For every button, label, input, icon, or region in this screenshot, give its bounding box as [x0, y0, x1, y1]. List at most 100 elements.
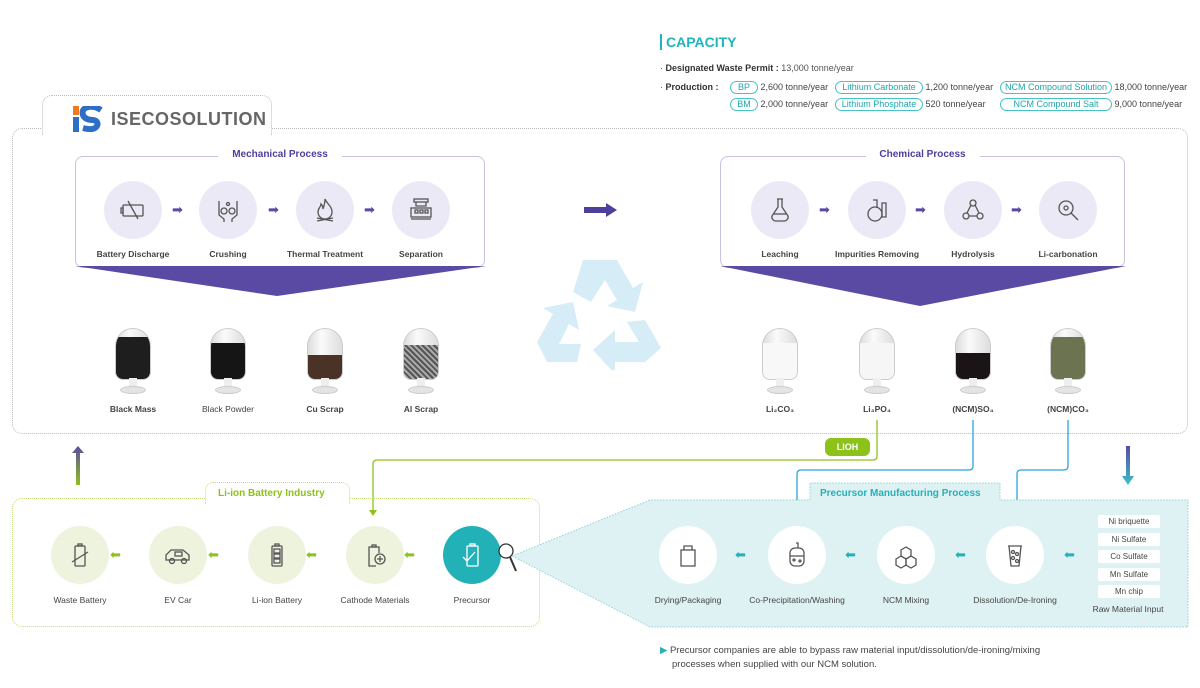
- mechanical-process-title: Mechanical Process: [218, 149, 342, 160]
- reactor-icon: [789, 542, 805, 567]
- capacity-pill: Lithium Carbonate: [835, 81, 923, 94]
- arrow-left-icon: ⬅: [735, 547, 746, 562]
- ncm-so4-jar: [955, 328, 991, 394]
- step-label: Battery Discharge: [96, 249, 170, 259]
- li3po4-jar: [859, 328, 895, 394]
- arrow-right-icon: ➡: [1011, 202, 1022, 217]
- arrow-right-icon: ➡: [172, 202, 183, 217]
- note: ▶ Precursor companies are able to bypass…: [660, 644, 1040, 672]
- arrow-left-icon: ⬅: [306, 547, 317, 562]
- battery-plus-icon: [368, 544, 386, 567]
- product-label: Cu Scrap: [306, 404, 344, 414]
- tab-mask: [43, 129, 271, 133]
- chemical-funnel: [720, 266, 1126, 306]
- black-powder-jar: [210, 328, 246, 394]
- capacity-value: 2,600 tonne/year: [760, 82, 829, 92]
- step-label: Hydrolysis: [951, 249, 995, 259]
- product-label: (NCM)CO₃: [1047, 404, 1089, 414]
- chemical-process-title: Chemical Process: [865, 149, 980, 160]
- lab-flask-icon: [867, 199, 887, 222]
- cu-scrap-jar: [307, 328, 343, 394]
- liion-title: Li-ion Battery Industry: [218, 488, 325, 499]
- battery-discharge-step: [104, 181, 162, 239]
- step-label: Dissolution/De-Ironing: [973, 595, 1057, 605]
- ncm-co3-jar: [1050, 328, 1086, 394]
- arrow-left-icon: ⬅: [110, 547, 121, 562]
- battery-off-icon: [120, 200, 144, 220]
- capacity-item: NCM Compound Salt 9,000 tonne/year: [1000, 98, 1182, 111]
- separator-machine-icon: [410, 198, 432, 220]
- hydrolysis-step: [944, 181, 1002, 239]
- step-label: Leaching: [761, 249, 799, 259]
- raw-material-item: Mn chip: [1098, 585, 1160, 598]
- product-label: Black Powder: [202, 404, 254, 414]
- molecule-icon: [962, 199, 984, 220]
- step-label: EV Car: [164, 595, 192, 605]
- raw-material-item: Co Sulfate: [1098, 550, 1160, 563]
- magnifier-icon: [498, 543, 517, 572]
- step-label: Li-carbonation: [1038, 249, 1098, 259]
- capacity-item: BP 2,600 tonne/year: [730, 81, 828, 94]
- precursor-title: Precursor Manufacturing Process: [820, 488, 981, 499]
- capacity-value: 2,000 tonne/year: [760, 99, 829, 109]
- production-label: Production :: [665, 82, 719, 92]
- logo: ISECOSOLUTION: [73, 106, 267, 132]
- dissolution-step: [986, 526, 1044, 584]
- battery-check-icon: [462, 543, 479, 567]
- al-scrap-jar: [403, 328, 439, 394]
- bag-icon: [680, 545, 696, 567]
- step-label: Cathode Materials: [340, 595, 410, 605]
- step-label: Impurities Removing: [834, 249, 920, 259]
- leaching-step: [751, 181, 809, 239]
- step-label: Crushing: [209, 249, 247, 259]
- atom-search-icon: [1058, 200, 1079, 221]
- flask-icon: [771, 198, 789, 222]
- capacity-value: 1,200 tonne/year: [925, 82, 994, 92]
- ev-car-icon: [165, 549, 190, 565]
- co-precipitation-step: [768, 526, 826, 584]
- ncm-mixing-step: [877, 526, 935, 584]
- arrow-right-icon: ➡: [915, 202, 926, 217]
- note-line-1: Precursor companies are able to bypass r…: [669, 645, 1041, 656]
- step-label: Drying/Packaging: [654, 595, 722, 605]
- step-label: Co-Precipitation/Washing: [749, 595, 845, 605]
- raw-material-item: Ni briquette: [1098, 515, 1160, 528]
- capacity-pill: NCM Compound Solution: [1000, 81, 1112, 94]
- crusher-icon: [218, 201, 238, 222]
- capacity-value: 520 tonne/year: [925, 99, 986, 109]
- capacity-item: BM 2,000 tonne/year: [730, 98, 828, 111]
- tab-mask: [206, 497, 349, 501]
- crushing-step: [199, 181, 257, 239]
- capacity-pill: BP: [730, 81, 758, 94]
- arrow-left-icon: ⬅: [208, 547, 219, 562]
- separation-step: [392, 181, 450, 239]
- raw-material-item: Ni Sulfate: [1098, 533, 1160, 546]
- step-label: Li-ion Battery: [251, 595, 303, 605]
- battery-icon: [271, 543, 283, 567]
- step-label: NCM Mixing: [882, 595, 930, 605]
- product-label: Li₃PO₄: [863, 404, 891, 414]
- step-label: Separation: [399, 249, 443, 259]
- product-label: Li₂CO₃: [765, 404, 795, 414]
- capacity-item: Lithium Phosphate 520 tonne/year: [835, 98, 986, 111]
- note-line-2: processes when supplied with our NCM sol…: [672, 659, 877, 670]
- capacity-title: CAPACITY: [660, 34, 737, 50]
- liion-battery-step: [248, 526, 306, 584]
- product-label: Al Scrap: [403, 404, 439, 414]
- product-label: (NCM)SO₄: [952, 404, 994, 414]
- step-label: Waste Battery: [53, 595, 107, 605]
- fire-icon: [316, 198, 334, 222]
- raw-material-label: Raw Material Input: [1092, 604, 1164, 614]
- capacity-value: 9,000 tonne/year: [1114, 99, 1183, 109]
- thermal-treatment-step: [296, 181, 354, 239]
- logo-mark-icon: [73, 106, 103, 132]
- arrow-right-icon: ➡: [819, 202, 830, 217]
- ev-car-step: [149, 526, 207, 584]
- waste-battery-step: [51, 526, 109, 584]
- li-carbonation-step: [1039, 181, 1097, 239]
- permit-line: · Designated Waste Permit : 13,000 tonne…: [660, 63, 854, 73]
- triangle-bullet-icon: ▶: [660, 645, 668, 656]
- capacity-value: 18,000 tonne/year: [1114, 82, 1188, 92]
- arrow-right-icon: ➡: [364, 202, 375, 217]
- precursor-step[interactable]: [443, 526, 501, 584]
